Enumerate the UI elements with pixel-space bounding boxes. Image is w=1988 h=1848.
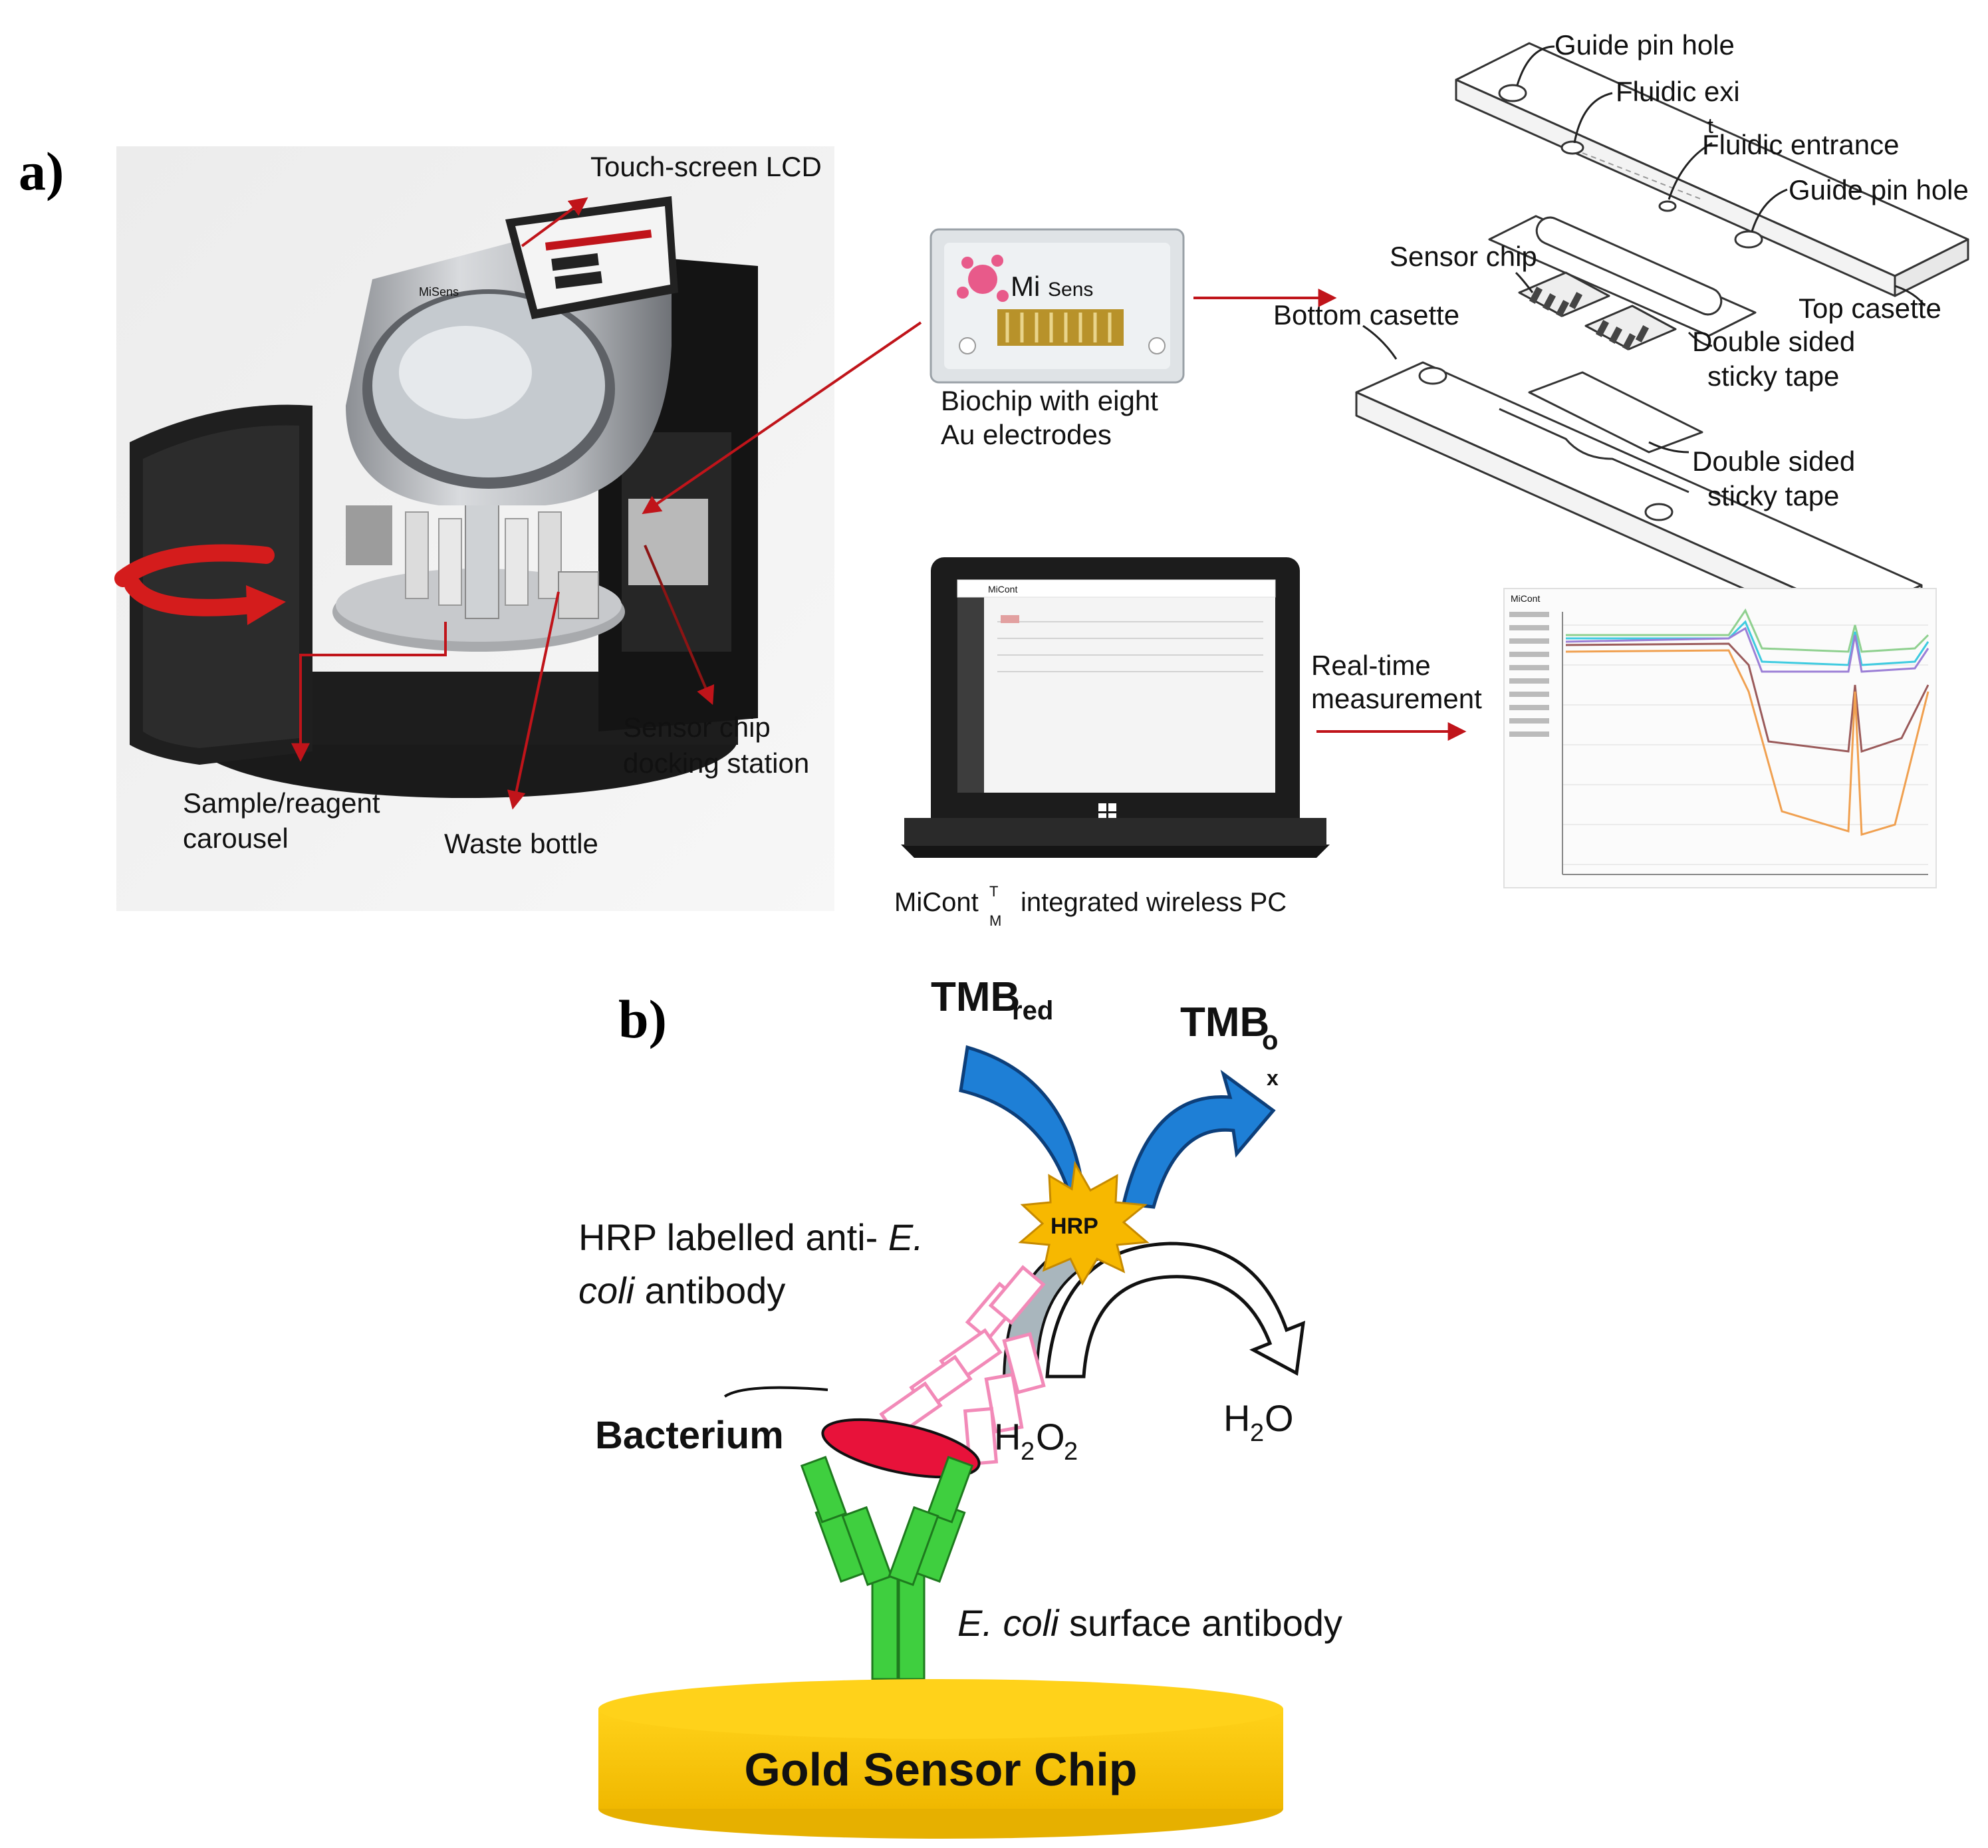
panel-a-label: a) (19, 141, 64, 201)
guide-pin-hole-right (1734, 230, 1763, 249)
laptop-caption-pre: MiCont (894, 888, 979, 917)
biochip-caption-line2: Au electrodes (941, 419, 1112, 450)
h2o2-2a: 2 (1021, 1438, 1035, 1466)
sensor-chip-leader (1515, 271, 1534, 293)
hrp-labelled-antibody (879, 1265, 1046, 1466)
biochip-caption-line1: Biochip with eight (941, 385, 1158, 416)
tmb-ox-label: TMB (1180, 999, 1269, 1045)
h2o2-o: O (1036, 1416, 1065, 1458)
trace-orange (1565, 649, 1929, 836)
tape-2 (1528, 371, 1703, 454)
carousel-label-line1: Sample/reagent (183, 787, 380, 819)
waste-label: Waste bottle (444, 828, 598, 859)
gold-chip-top (598, 1679, 1283, 1739)
bottom-casette-leader (1362, 325, 1398, 360)
tape2-leader (1648, 441, 1689, 454)
fluidic-entrance-leader (1668, 142, 1713, 200)
bacterium-label: Bacterium (595, 1414, 784, 1457)
h2o2-h: H (994, 1416, 1021, 1458)
bottom-casette-label: Bottom casette (1273, 299, 1459, 330)
rotation-arrow (114, 544, 275, 587)
bacterium-flagellum (723, 1386, 828, 1398)
sensor-chip-label: Sensor chip (1390, 241, 1537, 272)
h2o2-2b: 2 (1064, 1438, 1078, 1466)
laptop-caption-sup: T (989, 883, 998, 900)
measurement-label-line1: Real-time (1311, 650, 1431, 681)
measurement-app-name: MiCont (1511, 593, 1540, 604)
guide-pin-top-leader (1516, 45, 1555, 86)
biochip-brand-mi: Mi (1011, 271, 1040, 302)
biochip-electrodes (997, 309, 1124, 346)
surface-antibody (800, 1456, 974, 1680)
biochip-photo: Mi Sens (930, 228, 1185, 384)
laptop-caption-post: integrated wireless PC (1021, 888, 1287, 917)
hrp-starburst (1018, 1160, 1150, 1286)
fluidic-exit-leader (1573, 92, 1613, 144)
trace-cyan (1566, 620, 1929, 666)
tape2-label-line2: sticky tape (1707, 480, 1839, 511)
fluidic-exit-label-t: t (1707, 114, 1713, 138)
surface-antibody-label: E. coli surface antibody (957, 1602, 1342, 1644)
waste-bottle-shape (558, 571, 599, 619)
tmb-ox-subscript-x: x (1267, 1066, 1279, 1090)
tmb-ox-subscript-o: o (1262, 1026, 1278, 1055)
trace-green (1566, 608, 1929, 653)
waste-arrow (507, 591, 560, 810)
instrument-photo: MiSens (114, 146, 834, 911)
laptop-keyboard (904, 818, 1326, 846)
panel-b-label: b) (618, 989, 667, 1049)
h2o-h: H (1223, 1397, 1250, 1439)
hrp-text: HRP (1051, 1214, 1098, 1239)
laptop-app-name: MiCont (988, 584, 1017, 594)
trace-purple (1565, 626, 1929, 673)
laptop-keyboard-edge (901, 845, 1330, 858)
tape1-label-line1: Double sided (1692, 326, 1855, 357)
hrp-antibody-label-line1: HRP labelled anti- E. (578, 1216, 924, 1258)
touch-screen-label: Touch-screen LCD (590, 151, 822, 182)
tmb-red-subscript: red (1012, 996, 1053, 1025)
tape1-label-line2: sticky tape (1707, 360, 1839, 392)
guide-pin-right-leader (1751, 188, 1788, 232)
h2o-o: O (1265, 1397, 1294, 1439)
docking-label-line1: Sensor chip (623, 712, 771, 743)
touch-screen-arrow (521, 197, 588, 247)
guide-pin-hole-top-label: Guide pin hole (1554, 29, 1735, 61)
top-casette-label: Top casette (1799, 293, 1941, 324)
hrp-antibody-label-line2: coli antibody (578, 1269, 785, 1311)
carousel-arrow (291, 622, 447, 762)
instrument-brand: MiSens (419, 285, 459, 299)
tape1-leader (1687, 331, 1713, 347)
laptop-caption-sub: M (989, 912, 1001, 929)
tmb-ox-arrow (1121, 1069, 1276, 1209)
fluidic-entrance-label: Fluidic entrance (1702, 129, 1899, 160)
guide-pin-hole-top (1498, 84, 1527, 102)
tmb-red-arrow (959, 1045, 1086, 1199)
docking-station-slot (628, 499, 708, 585)
biochip-brand-sens: Sens (1048, 279, 1093, 301)
trace-brown (1565, 642, 1929, 753)
tape2-label-line1: Double sided (1692, 446, 1855, 477)
bacterium-shape (821, 1418, 981, 1479)
guide-pin-hole-right-label: Guide pin hole (1789, 174, 1969, 205)
docking-label-line2: docking station (623, 747, 809, 779)
measurement-screenshot: MiCont (1503, 588, 1937, 888)
biochip-to-dock-arrow (642, 321, 922, 515)
docking-arrow (644, 545, 715, 706)
measurement-label-line2: measurement (1311, 683, 1482, 714)
h2o-2: 2 (1250, 1419, 1264, 1447)
tmb-red-label: TMB (931, 974, 1020, 1020)
top-casette-leader (1894, 285, 1926, 307)
fluidic-exit-label: Fluidic exi (1616, 76, 1740, 107)
laptop-photo: MiCont (901, 557, 1330, 858)
laptop-screen (957, 580, 1275, 793)
cassette-drawing (1355, 42, 1969, 640)
carousel-label-line2: carousel (183, 823, 289, 854)
gold-chip-label: Gold Sensor Chip (744, 1744, 1137, 1795)
